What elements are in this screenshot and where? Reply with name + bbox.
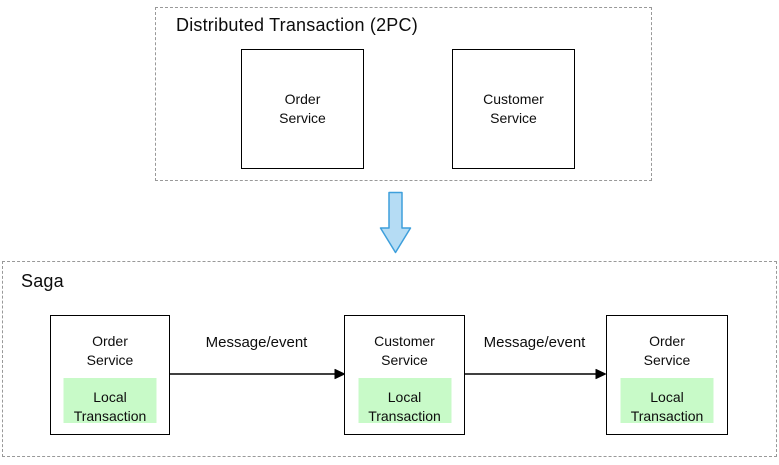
saga-customer-service-box: Customer Service Local Transaction bbox=[344, 315, 465, 435]
message-event-label-2: Message/event bbox=[483, 334, 586, 351]
saga-title: Saga bbox=[21, 271, 64, 291]
local-transaction-label: Local Transaction bbox=[630, 389, 704, 424]
service-label: Customer Service bbox=[374, 333, 435, 368]
2pc-customer-service-box: Customer Service bbox=[452, 49, 575, 169]
local-transaction-box: Local Transaction bbox=[63, 378, 157, 424]
local-transaction-label: Local Transaction bbox=[73, 389, 147, 424]
saga-order-service-box-2: Order Service Local Transaction bbox=[606, 315, 728, 435]
two-phase-commit-container: Distributed Transaction (2PC) Order Serv… bbox=[155, 7, 652, 181]
local-transaction-label: Local Transaction bbox=[368, 389, 441, 424]
message-event-label-1: Message/event bbox=[205, 334, 308, 351]
saga-order-service-box-1: Order Service Local Transaction bbox=[50, 315, 170, 435]
two-phase-commit-title: Distributed Transaction (2PC) bbox=[176, 15, 418, 35]
service-label: Customer Service bbox=[483, 91, 544, 126]
local-transaction-box: Local Transaction bbox=[358, 378, 451, 424]
service-label: Order Service bbox=[279, 91, 326, 126]
service-label: Order Service bbox=[86, 333, 134, 368]
transform-down-arrow-icon bbox=[379, 191, 412, 254]
saga-container: Saga Order Service Local Transaction Cus… bbox=[2, 261, 777, 457]
local-transaction-box: Local Transaction bbox=[620, 378, 714, 424]
down-arrow-shape bbox=[379, 191, 412, 254]
2pc-order-service-box: Order Service bbox=[241, 49, 364, 169]
service-label: Order Service bbox=[643, 333, 691, 368]
